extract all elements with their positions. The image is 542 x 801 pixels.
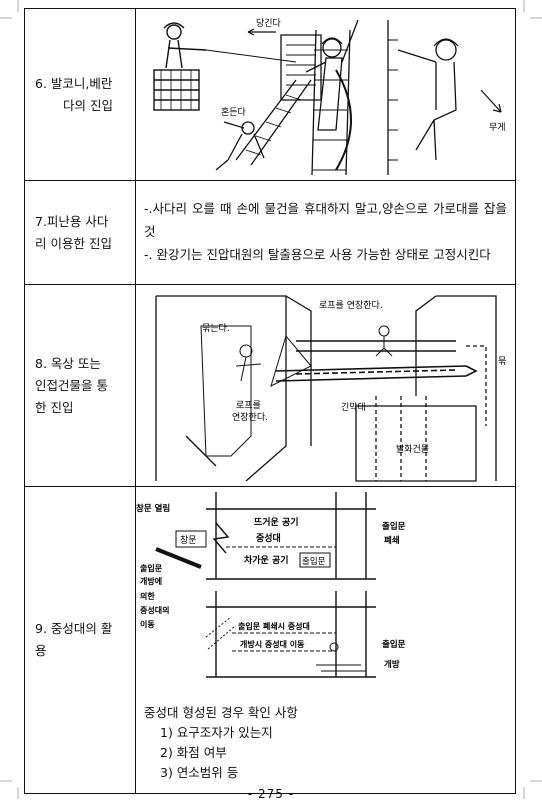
window-break-label: 창문 열림	[136, 503, 170, 514]
extend-label-top: 로프를 연장한다.	[319, 300, 383, 311]
door-closed-label-1: 출입문	[382, 521, 406, 532]
table-row-7: 7.피난용 사다 리 이용한 진입 -.사다리 오를 때 손에 물건을 휴대하지…	[24, 180, 516, 285]
table-row-8: 8. 옥상 또는 인접건물을 통 한 진입	[24, 284, 516, 487]
row-8-label-line2: 인접건물을 통	[35, 377, 108, 393]
table-row-6: 6. 발코니,베란 다의 진입 당긴다	[24, 8, 516, 181]
left-building	[155, 294, 312, 481]
row-8-label-cell: 8. 옥상 또는 인접건물을 통 한 진입	[24, 284, 136, 487]
ladder-label: 긴막대	[341, 402, 366, 413]
bridge-ladder	[270, 334, 478, 387]
check-item-2: 2) 화점 여부	[160, 745, 227, 760]
door-box	[299, 552, 331, 568]
row-9-label-line2: 용	[35, 643, 47, 658]
neutral-band-label: 중성대	[256, 532, 281, 544]
door-open-left-1: 출입문	[140, 563, 163, 573]
door-open-left-3: 의한	[140, 591, 155, 601]
check-item-3: 3) 연소범위 등	[160, 765, 239, 780]
door-closed-label-2: 폐쇄	[384, 535, 400, 546]
content-table-frame: 6. 발코니,베란 다의 진입 당긴다	[24, 8, 516, 794]
row-6-figure-cell: 당긴다 혼든다	[135, 8, 516, 181]
door-label: 출입문	[302, 556, 326, 567]
row-8-label-line3: 한 진입	[35, 399, 74, 415]
window-label: 창문	[180, 535, 197, 546]
push-label: 혼든다	[221, 106, 247, 118]
entry-method-table: 6. 발코니,베란 다의 진입 당긴다	[24, 8, 516, 794]
check-item-1: 1) 요구조자가 있는지	[160, 725, 273, 740]
row-9-label-cell: 9. 중성대의 활 용	[24, 486, 136, 794]
balcony-entry-illustration: 당긴다 혼든다	[153, 18, 506, 175]
door-open-left-5: 이동	[140, 619, 155, 629]
window-box	[175, 530, 207, 548]
row-7-label-line2: 리 이용한 진입	[35, 235, 112, 251]
page-number: - 275 -	[247, 787, 295, 801]
descending-firefighter-figure	[387, 19, 459, 175]
row-7-label-line1: 7.피난용 사다	[35, 213, 109, 229]
weight-label: 무게	[489, 122, 506, 133]
extend-label-bottom-2: 연장한다.	[232, 412, 268, 423]
check-title: 중성대 형성된 경우 확인 사항	[144, 705, 298, 720]
tie-label: 묶는다.	[202, 323, 230, 334]
row-9-content-cell: 창문 열림 창문 뜨거운 공기 중성대 차가운 공기 출입문 출입문 폐쇄 출입…	[135, 486, 516, 794]
row-7-text-cell: -.사다리 오를 때 손에 물건을 휴대하지 말고,양손으로 가로대를 잡을 것…	[135, 180, 516, 285]
row-8-figure-cell: 묶는다. 로프를 연장한다. 로프를 연장한다. 긴막대 발화건물 묶	[135, 284, 516, 487]
neutral-band-diagram: 창문 열림 창문 뜨거운 공기 중성대 차가운 공기 출입문 출입문 폐쇄 출입…	[136, 492, 406, 678]
row-7-bullet-2: -. 완강기는 진압대원의 탈출용으로 사용 가능한 상태로 고정시킨다	[144, 247, 491, 262]
door-open-band-label: 개방시 중성대 이동	[240, 639, 305, 649]
upper-building	[206, 492, 376, 580]
extend-label-bottom-1: 로프를	[236, 400, 261, 411]
fire-building-label: 발화건물	[396, 444, 429, 455]
tie-label-right: 묶	[498, 356, 506, 367]
rope-workers	[235, 325, 393, 381]
pull-label: 당긴다	[256, 18, 282, 29]
table-row-9: 9. 중성대의 활 용 창문 열림 창문 뜨거운 공기 중성대 차가운 공기	[24, 486, 516, 794]
door-closed-band-label: 출입문 폐쇄시 중성대	[238, 621, 310, 631]
lower-building	[206, 591, 376, 678]
neutral-marker	[329, 642, 339, 652]
row-7-label-cell: 7.피난용 사다 리 이용한 진입	[24, 180, 136, 285]
door-open-left-4: 중성대의	[140, 605, 169, 615]
row-6-label-line2: 다의 진입	[63, 97, 113, 113]
row-8-label-line1: 8. 옥상 또는	[35, 355, 101, 371]
balcony-firefighter-figure	[153, 21, 297, 111]
door-open-left-2: 개방에	[140, 576, 162, 586]
row-6-label-line1: 6. 발코니,베란	[35, 75, 113, 91]
door-open-right-2: 개방	[384, 659, 400, 670]
row-9-label-line1: 9. 중성대의 활	[35, 621, 113, 636]
cold-air-label: 차가운 공기	[244, 554, 289, 566]
hot-air-label: 뜨거운 공기	[254, 516, 299, 528]
ladder-figure	[215, 33, 322, 170]
climbing-firefighter-figure	[305, 19, 359, 175]
rooftop-entry-illustration: 묶는다. 로프를 연장한다. 로프를 연장한다. 긴막대 발화건물 묶	[155, 294, 506, 482]
door-open-right-1: 출입문	[382, 639, 406, 650]
row-6-label-cell: 6. 발코니,베란 다의 진입	[24, 8, 136, 181]
row-7-bullet-1: -.사다리 오를 때 손에 물건을 휴대하지 말고,양손으로 가로대를 잡을 것	[144, 201, 507, 239]
check-list: 중성대 형성된 경우 확인 사항 1) 요구조자가 있는지 2) 화점 여부 3…	[136, 697, 515, 785]
